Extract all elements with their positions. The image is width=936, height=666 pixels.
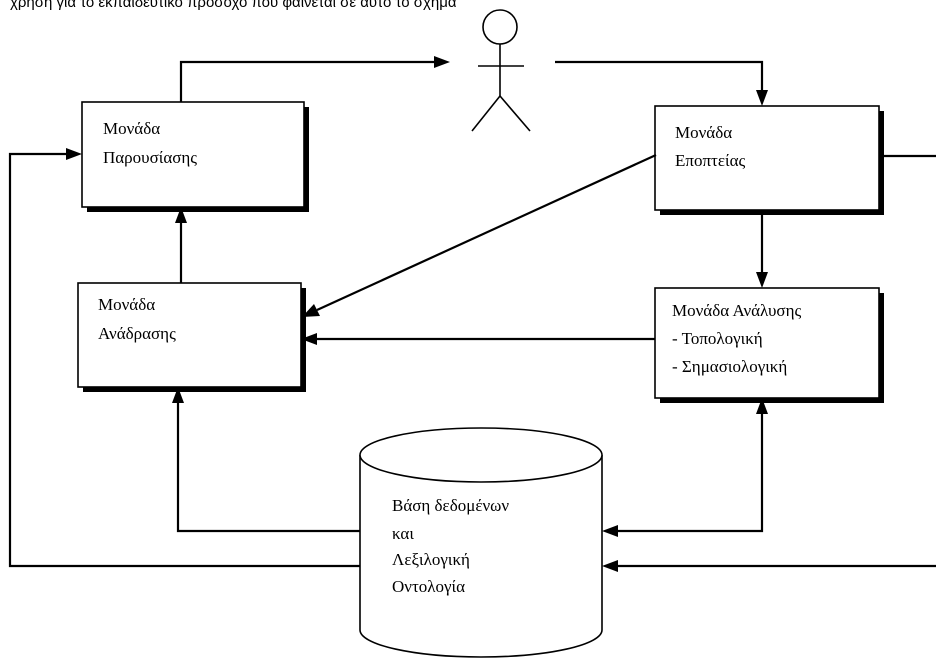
- presentation-module: Μονάδα Παρουσίασης: [81, 101, 309, 212]
- analysis-module: Μονάδα Ανάλυσης - Τοπολογική - Σημασιολο…: [654, 287, 884, 403]
- arrow-presentation-to-user: [179, 56, 450, 102]
- feedback-module: Μονάδα Ανάδρασης: [77, 282, 306, 392]
- database-label-3: Λεξιλογική: [392, 550, 470, 569]
- database-label-2: και: [392, 524, 414, 543]
- supervision-module: Μονάδα Εποπτείας: [654, 105, 884, 215]
- arrow-analysis-to-feedback: [301, 333, 655, 345]
- presentation-module-label-2: Παρουσίασης: [103, 148, 197, 167]
- analysis-module-label-3: - Σημασιολογική: [672, 357, 787, 376]
- presentation-module-label-1: Μονάδα: [103, 119, 160, 138]
- arrow-user-to-supervision: [555, 60, 768, 106]
- arrow-supervision-to-feedback: [302, 153, 657, 317]
- database-label-4: Οντολογία: [392, 577, 465, 596]
- feedback-module-label-1: Μονάδα: [98, 295, 155, 314]
- analysis-module-label-1: Μονάδα Ανάλυσης: [672, 301, 801, 320]
- supervision-module-label-2: Εποπτείας: [675, 151, 746, 170]
- arrow-database-to-presentation: [8, 148, 360, 568]
- supervision-module-label-1: Μονάδα: [675, 123, 732, 142]
- feedback-module-label-2: Ανάδρασης: [98, 324, 176, 343]
- database-cylinder: Βάση δεδομένων και Λεξιλογική Οντολογία: [359, 427, 603, 658]
- top-caption: χρήση για το εκπαιδευτικό πρόσοχο που φα…: [10, 0, 457, 11]
- database-label-1: Βάση δεδομένων: [392, 496, 509, 515]
- arrow-right-edge-to-database: [602, 560, 936, 572]
- stick-figure-user-icon: [471, 9, 531, 132]
- arrow-database-analysis-bidirectional: [602, 398, 768, 537]
- arrow-database-to-feedback: [172, 387, 360, 533]
- arrow-feedback-to-presentation: [175, 207, 187, 283]
- analysis-module-label-2: - Τοπολογική: [672, 329, 763, 348]
- arrow-supervision-to-analysis: [756, 210, 768, 288]
